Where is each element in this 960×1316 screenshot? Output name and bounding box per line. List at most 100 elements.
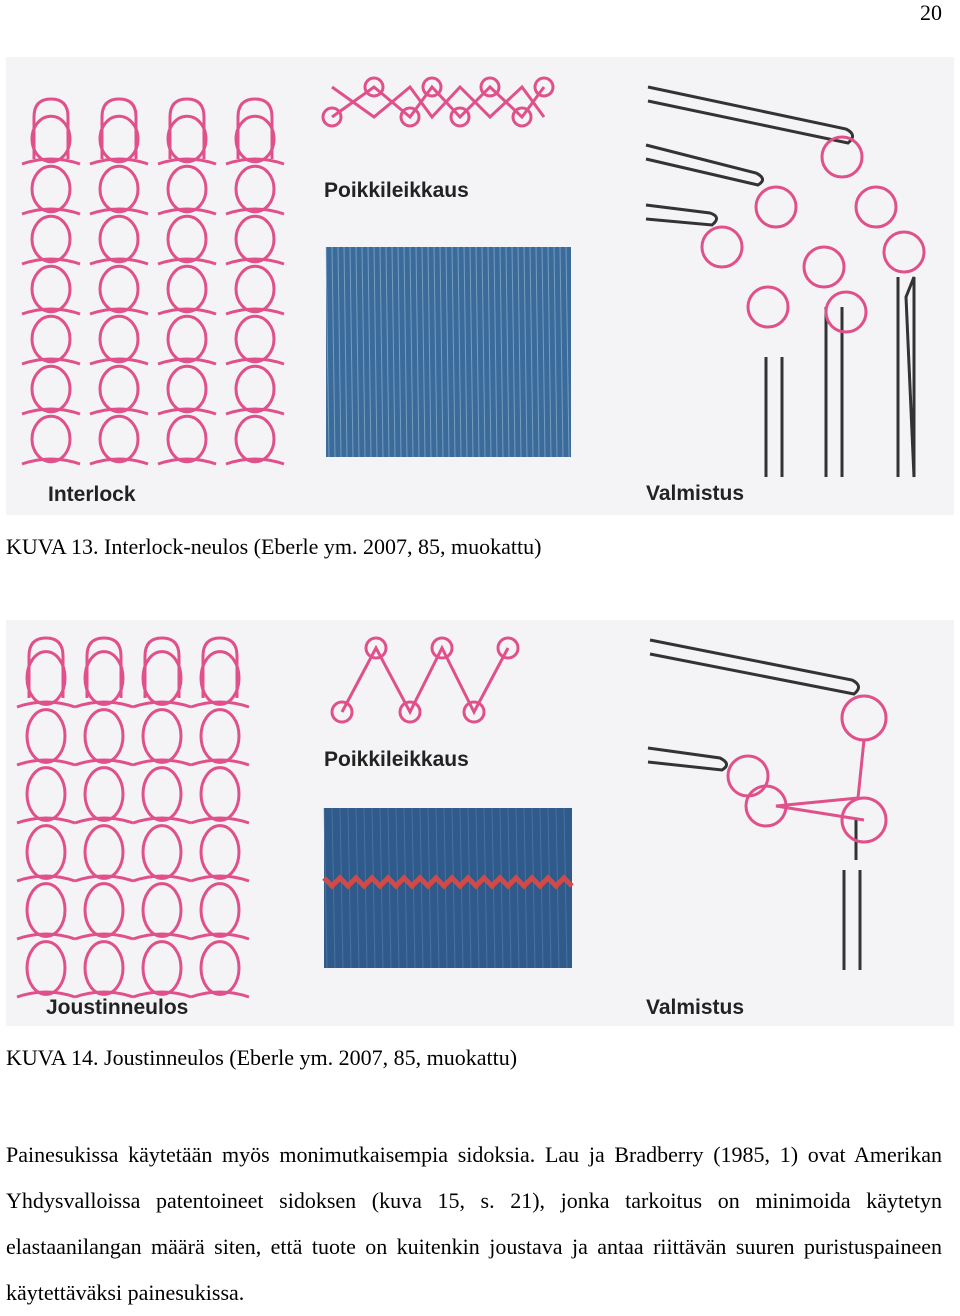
cross-section-node (363, 76, 385, 98)
yarn-loop (89, 157, 149, 166)
yarn-loop (700, 225, 744, 269)
production-label: Valmistus (646, 482, 744, 505)
rib-knit-illustration: Joustinneulos Poikkileikkaus Valmistus (16, 636, 888, 1019)
yarn-loop (141, 766, 183, 822)
interlock-cross-section (321, 76, 555, 128)
body-paragraph: Painesukissa käytetään myös monimutkaise… (6, 1142, 942, 1305)
cross-section-node (462, 700, 486, 724)
figure-interlock: Interlock Poikkileikkaus Valmistus (6, 57, 954, 515)
cross-section-label: Poikkileikkaus (324, 179, 469, 202)
yarn-loop (820, 135, 864, 179)
yarn-loop (21, 407, 81, 416)
fabric-stitch-line (515, 807, 520, 969)
yarn-loop (21, 357, 81, 366)
cross-section-label: Poikkileikkaus (324, 748, 469, 771)
yarn-loop (98, 114, 140, 164)
yarn-loop (98, 414, 140, 464)
yarn-loop (234, 314, 276, 364)
yarn-loop (201, 636, 239, 698)
fabric-stitch-line (331, 246, 336, 458)
needle (647, 85, 854, 145)
fabric-stitch-line (499, 246, 504, 458)
figure-caption-13: KUVA 13. Interlock-neulos (Eberle ym. 20… (6, 534, 542, 559)
fabric-stitch-line (523, 246, 528, 458)
yarn-loop (83, 882, 125, 938)
cross-section-line (331, 84, 546, 120)
fabric-stitch-line (483, 807, 488, 969)
yarn-loop (190, 874, 250, 883)
needle (647, 746, 728, 772)
yarn-loop (16, 874, 76, 883)
interlock-needle-diagram (645, 85, 926, 478)
yarn-loop (74, 990, 134, 999)
yarn-loop (83, 708, 125, 764)
yarn-loop (98, 264, 140, 314)
cross-section-node (479, 76, 501, 98)
needle (645, 143, 764, 187)
yarn-loop (754, 185, 798, 229)
fabric-stitch-line (451, 246, 456, 458)
yarn-loop (89, 207, 149, 216)
fabric-stitch-line (439, 246, 444, 458)
yarn-loop (199, 708, 241, 764)
yarn-loop (225, 407, 285, 416)
yarn-loop (74, 874, 134, 883)
yarn-loop (74, 932, 134, 941)
fabric-stitch-line (427, 246, 432, 458)
yarn-loop (726, 754, 770, 798)
needle (824, 307, 844, 477)
rib-needle-diagram (647, 638, 888, 970)
yarn-loop (190, 816, 250, 825)
yarn-loop (840, 694, 888, 742)
figure-caption-14: KUVA 14. Joustinneulos (Eberle ym. 2007,… (6, 1045, 518, 1070)
fabric-stitch-line (337, 246, 342, 458)
rib-knit-label: Joustinneulos (46, 996, 188, 1019)
yarn-loop (98, 314, 140, 364)
yarn-loop (83, 650, 125, 706)
fabric-stitch-line (373, 246, 378, 458)
yarn-loop (74, 816, 134, 825)
fabric-stitch-line (391, 246, 396, 458)
yarn-loop (132, 700, 192, 709)
yarn-loop (143, 636, 181, 698)
yarn-loop (16, 816, 76, 825)
yarn-loop (25, 766, 67, 822)
fabric-stitch-line (403, 807, 408, 969)
yarn-loop (141, 940, 183, 996)
fabric-stitch-line (563, 807, 568, 969)
yarn-loop (199, 824, 241, 880)
yarn-loop (21, 157, 81, 166)
fabric-stitch-line (421, 246, 426, 458)
yarn-loop (166, 364, 208, 414)
yarn-loop (132, 874, 192, 883)
yarn-loop (141, 650, 183, 706)
yarn-loop (234, 414, 276, 464)
production-label: Valmistus (646, 996, 744, 1019)
yarn-loop (98, 164, 140, 214)
yarn-loop (25, 650, 67, 706)
yarn-loop (132, 758, 192, 767)
fabric-stitch-line (409, 246, 414, 458)
yarn-loop (89, 407, 149, 416)
yarn-loop (199, 882, 241, 938)
yarn-loop (25, 882, 67, 938)
fabric-stitch-line (403, 246, 408, 458)
yarn-loop (166, 114, 208, 164)
cross-section-node (321, 106, 343, 128)
yarn-loop (30, 214, 72, 264)
yarn-loop (132, 990, 192, 999)
yarn-loop (141, 824, 183, 880)
needle (764, 357, 784, 477)
interlock-label: Interlock (48, 483, 136, 506)
yarn-loop (141, 708, 183, 764)
yarn-loop (157, 257, 217, 266)
cross-section-node (398, 700, 422, 724)
yarn-loop (840, 796, 888, 844)
yarn-loop (83, 824, 125, 880)
yarn-loop (234, 214, 276, 264)
fabric-stitch-line (547, 246, 552, 458)
fabric-stitch-line (463, 246, 468, 458)
rib-red-stripe (322, 874, 574, 890)
yarn-loop (25, 708, 67, 764)
yarn-loop (16, 700, 76, 709)
